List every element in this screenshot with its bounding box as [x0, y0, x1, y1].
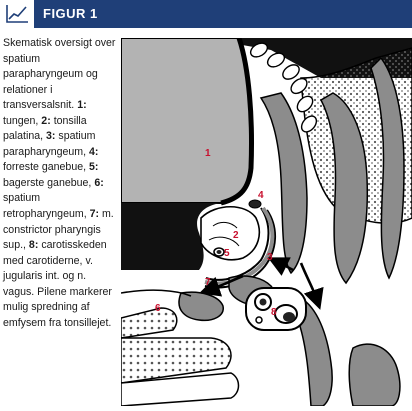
caption-intro: Skematisk oversigt over spatium paraphar… [3, 37, 116, 112]
figure-caption: Skematisk oversigt over spatium paraphar… [3, 37, 116, 329]
figure-header-bar: FIGUR 1 [0, 0, 412, 28]
label-8: 8 [271, 307, 277, 318]
caption-item-tongue: tungen [3, 114, 36, 127]
longus-muscle [259, 92, 308, 275]
caption-item-carotid-sheath: carotisskeden med carotiderne, v. jugula… [3, 239, 107, 298]
caption-item-posterior-arch: bagerste ganebue [3, 176, 89, 189]
spread-arrows [199, 257, 324, 310]
tonsil-shape [200, 206, 260, 261]
label-4: 4 [258, 190, 264, 201]
label-5: 5 [224, 248, 230, 259]
caption-item-parapharyngeal-space: spatium parapharyngeum [3, 130, 96, 158]
label-2: 2 [233, 230, 239, 241]
caption-item-anterior-arch: forreste ganebue [3, 161, 84, 174]
tongue-shape [120, 37, 253, 204]
label-7: 7 [205, 277, 211, 288]
vertebra-rings [249, 42, 318, 133]
caption-item-retropharyngeal-space: spatium retropharyngeum [3, 192, 84, 221]
paraspinal-muscle [320, 92, 369, 285]
figure-title: FIGUR 1 [43, 6, 98, 21]
posterior-muscle [370, 56, 405, 280]
label-3: 3 [267, 252, 273, 263]
anatomy-diagram: 1 2 3 4 5 6 7 8 [120, 37, 412, 407]
anterior-arch [248, 199, 262, 209]
pharyngeal-cavity [121, 203, 221, 270]
line-chart-icon [0, 0, 34, 28]
label-1: 1 [205, 148, 211, 159]
caption-item-constrictor: m. constrictor pharyngis sup. [3, 208, 114, 252]
caption-outro: Pilene markerer mulig spredning af emfys… [3, 285, 112, 329]
mandible [120, 307, 178, 339]
caption-item-tonsil: tonsilla palatina [3, 114, 87, 143]
label-6: 6 [155, 303, 161, 314]
